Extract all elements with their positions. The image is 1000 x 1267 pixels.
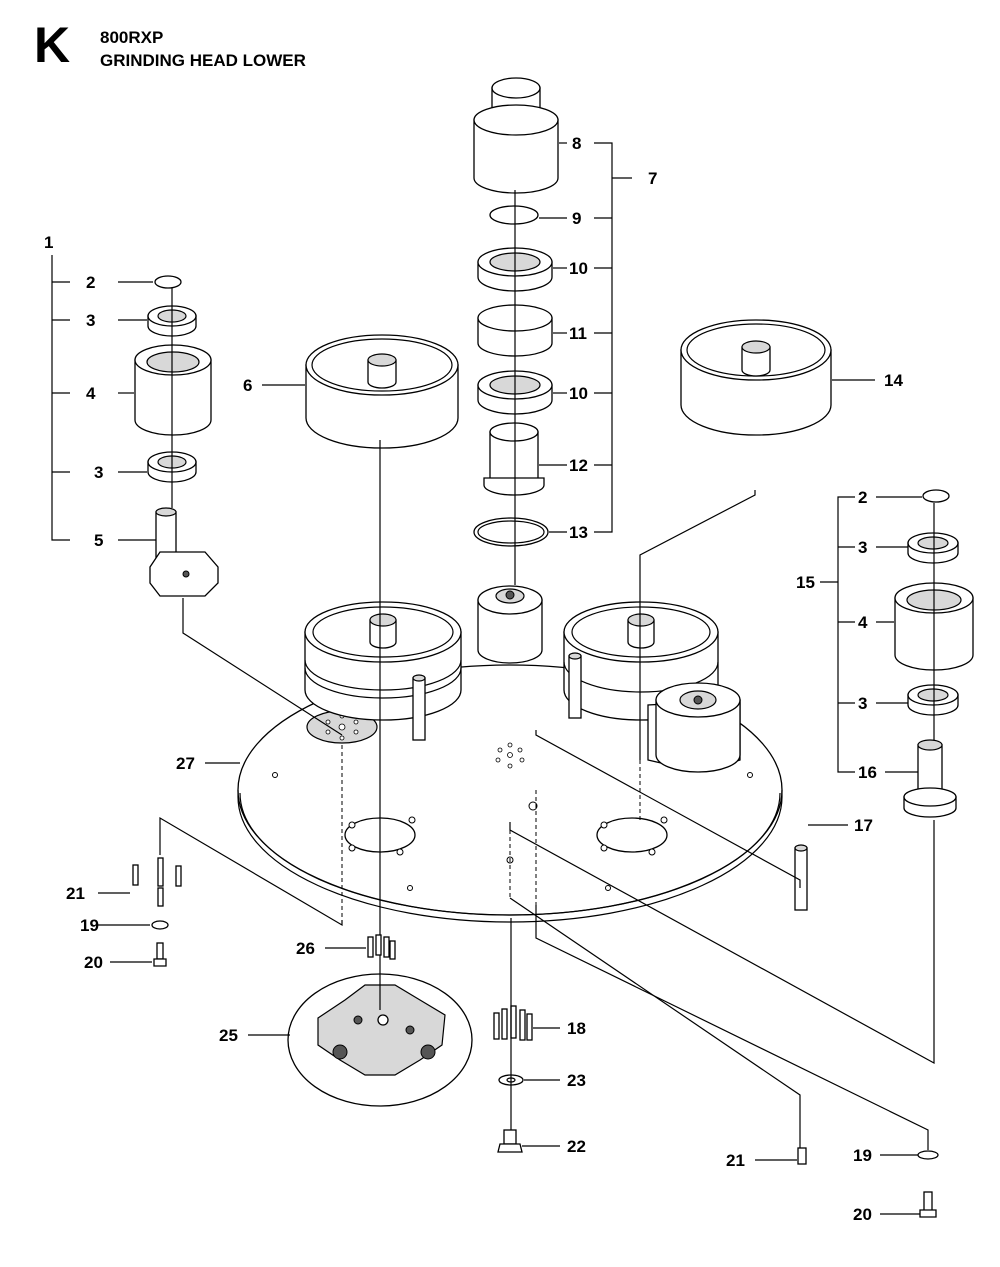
callout-20-right: 20: [853, 1205, 872, 1224]
left-bearing-assembly: [134, 275, 219, 597]
callout-19-right: 19: [853, 1146, 872, 1165]
callout-14: 14: [884, 371, 903, 390]
callout-13: 13: [569, 523, 588, 542]
callout-21-left: 21: [66, 884, 85, 903]
section-letter: K: [34, 17, 71, 73]
callout-leaders: [51, 142, 922, 1215]
callout-1: 1: [44, 233, 53, 252]
callout-26: 26: [296, 939, 315, 958]
diagram-title: GRINDING HEAD LOWER: [100, 51, 306, 70]
callout-2-left: 2: [86, 273, 95, 292]
callout-9: 9: [572, 209, 581, 228]
callout-10-upper: 10: [569, 259, 588, 278]
callout-3-right-lower: 3: [858, 694, 867, 713]
callout-23: 23: [567, 1071, 586, 1090]
right-fastener-group: [797, 1147, 939, 1218]
callout-21-right: 21: [726, 1151, 745, 1170]
assembly-lines: [159, 490, 935, 1150]
callout-numbers: 1 2 3 4 3 5 6 7 8 9 10 11 10 12 13 14 15…: [44, 134, 903, 1224]
callout-18: 18: [567, 1019, 586, 1038]
callout-4-right: 4: [858, 613, 868, 632]
callout-20-left: 20: [84, 953, 103, 972]
callout-3-left-upper: 3: [86, 311, 95, 330]
bolt-set: [493, 1005, 533, 1041]
callout-5: 5: [94, 531, 103, 550]
callout-10-lower: 10: [569, 384, 588, 403]
right-large-pulley: [680, 319, 832, 436]
callout-2-right: 2: [858, 488, 867, 507]
callout-11: 11: [569, 324, 587, 343]
callout-4-left: 4: [86, 384, 96, 403]
callout-16: 16: [858, 763, 877, 782]
center-drive-pulley: [477, 585, 543, 664]
callout-27: 27: [176, 754, 195, 773]
pin-set: [367, 934, 396, 960]
left-mounted-pulley: [304, 601, 462, 741]
tension-pulley: [647, 682, 741, 773]
callout-12: 12: [569, 456, 588, 475]
callout-19-left: 19: [80, 916, 99, 935]
callout-17: 17: [854, 816, 873, 835]
left-large-pulley: [305, 334, 459, 449]
left-fastener-group: [132, 857, 182, 967]
callout-8: 8: [572, 134, 581, 153]
callout-25: 25: [219, 1026, 238, 1045]
callout-3-right-upper: 3: [858, 538, 867, 557]
center-spindle-assembly: [473, 77, 559, 547]
tool-holder-disc: [287, 973, 473, 1107]
guide-pin: [794, 844, 808, 911]
callout-3-left-lower: 3: [94, 463, 103, 482]
callout-15: 15: [796, 573, 815, 592]
callout-22: 22: [567, 1137, 586, 1156]
callout-7: 7: [648, 169, 657, 188]
center-bolt: [497, 1129, 523, 1153]
callout-6: 6: [243, 376, 252, 395]
model-name: 800RXP: [100, 28, 164, 47]
